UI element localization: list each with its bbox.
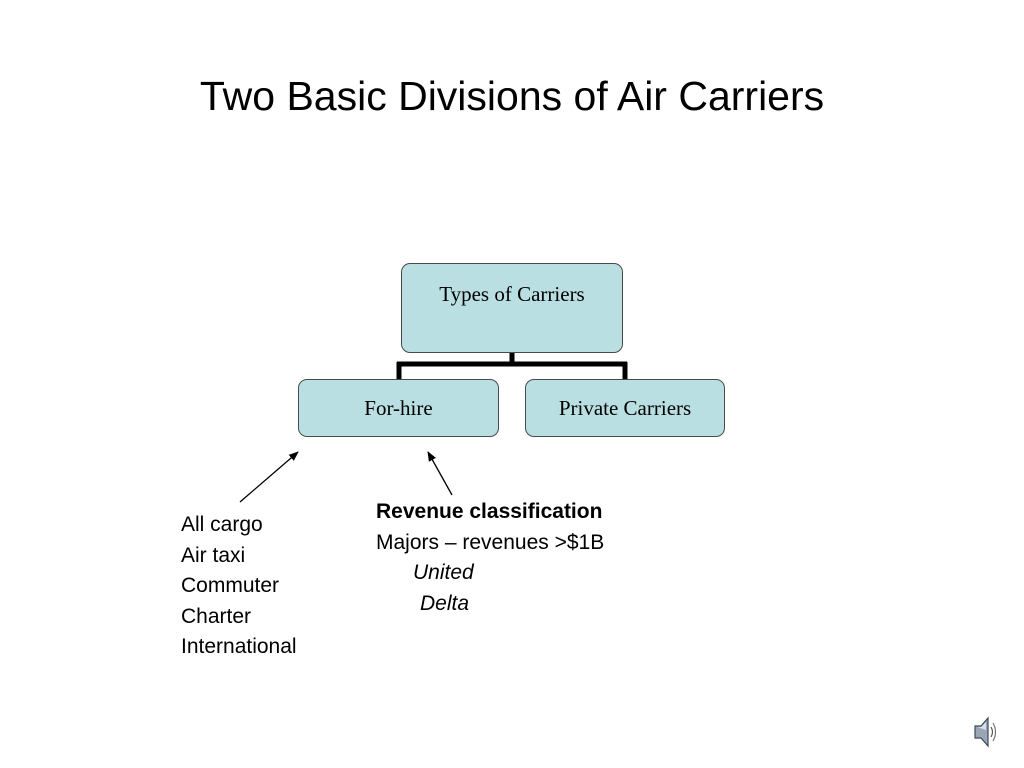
list-item: Air taxi bbox=[181, 543, 246, 567]
list-item: All cargo bbox=[181, 513, 263, 536]
list-item: Commuter bbox=[181, 574, 280, 598]
arrow-to-for-hire-right bbox=[427, 451, 453, 496]
node-for-hire: For-hire bbox=[298, 379, 499, 437]
revenue-example: Delta bbox=[420, 591, 470, 615]
arrow-to-for-hire-left bbox=[239, 451, 299, 503]
slide-title: Two Basic Divisions of Air Carriers bbox=[199, 73, 825, 119]
list-item: Charter bbox=[181, 604, 252, 628]
for-hire-types-list: All cargo Air taxi Commuter Charter Inte… bbox=[181, 510, 297, 663]
node-private-carriers: Private Carriers bbox=[525, 379, 725, 437]
revenue-classification-block: Revenue classification Majors – revenues… bbox=[376, 497, 604, 619]
node-label: Private Carriers bbox=[558, 396, 692, 420]
list-item: International bbox=[181, 635, 297, 659]
revenue-heading: Revenue classification bbox=[376, 500, 603, 523]
node-types-of-carriers: Types of Carriers bbox=[401, 263, 623, 353]
node-label: Types of Carriers bbox=[439, 282, 585, 306]
speaker-icon[interactable] bbox=[971, 714, 999, 755]
revenue-majors-line: Majors – revenues >$1B bbox=[376, 530, 605, 554]
revenue-example: United bbox=[413, 561, 474, 585]
node-label: For-hire bbox=[364, 396, 433, 420]
tree-connector bbox=[396, 353, 628, 379]
